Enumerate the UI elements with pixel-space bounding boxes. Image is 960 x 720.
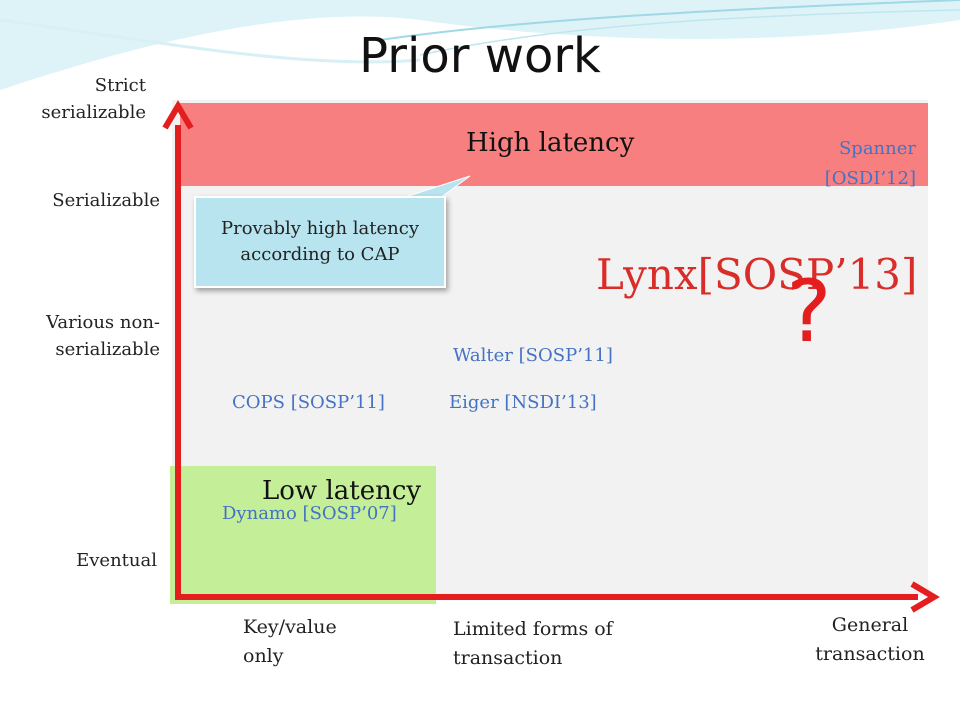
cap-callout: Provably high latency according to CAP [194,196,446,288]
x-label-general-transaction: General transaction [815,614,925,665]
y-label-serializable: Serializable [52,190,160,211]
high-latency-band [180,103,928,186]
slide-title: Prior work [359,28,601,84]
low-latency-band [170,466,436,604]
system-lynx: Lynx[SOSP’13] [596,250,918,299]
system-eiger: Eiger [NSDI’13] [449,392,597,413]
system-walter: Walter [SOSP’11] [453,345,613,366]
y-label-strict-serializable: Strict serializable [41,75,146,123]
y-label-various-non-serializable: Various non-serializable [46,312,160,360]
question-mark: ? [786,262,832,362]
cap-callout-text: Provably high latency according to CAP [220,218,420,265]
x-label-key-value-only: Key/value only [243,616,337,667]
low-latency-label: Low latency [262,476,422,506]
system-spanner: Spanner [OSDI’12] [824,138,916,189]
system-cops: COPS [SOSP’11] [232,392,385,413]
x-label-limited-transaction: Limited forms of transaction [453,618,613,669]
high-latency-label: High latency [466,128,635,158]
system-dynamo: Dynamo [SOSP’07] [222,503,397,524]
y-label-eventual: Eventual [76,550,157,571]
